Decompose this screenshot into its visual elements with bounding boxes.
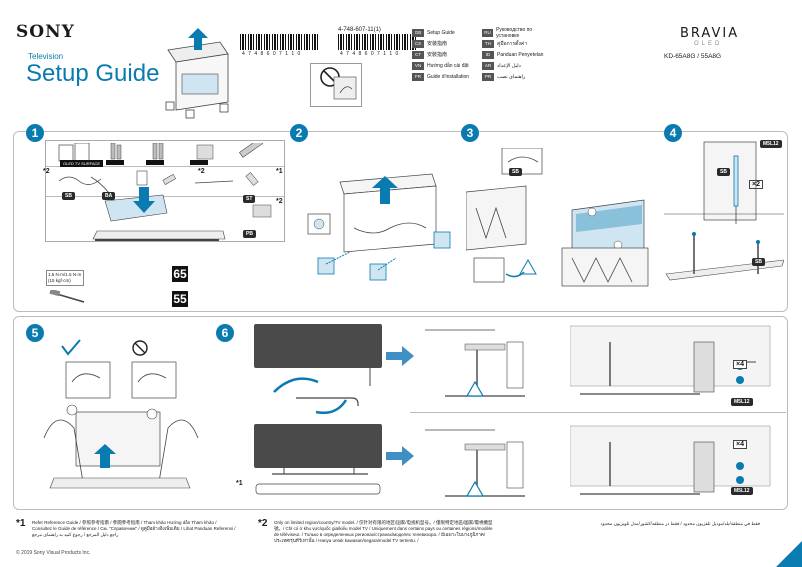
label-block <box>146 160 164 165</box>
callout-sb: SB <box>509 168 522 176</box>
step-6-badge: 6 <box>216 324 234 342</box>
part-number: 4-748-607-11(1) <box>338 27 381 33</box>
soundbar-illustration <box>255 466 381 495</box>
stand-rotate-illustration <box>273 368 371 414</box>
footnote-2: Only on limited region/country/TV model.… <box>274 520 493 543</box>
step-5-illustration <box>43 339 199 489</box>
doc-type: Television <box>28 52 64 61</box>
part-label-ba: BA <box>102 192 116 200</box>
footnote-star-2: *2 <box>258 518 268 529</box>
screw-count: ×2 <box>749 180 763 189</box>
lang-code: CT <box>412 50 424 59</box>
model-numbers: KD-65A8G / 55A8G <box>664 53 722 60</box>
step-5-badge: 5 <box>26 324 44 342</box>
lang-label: 安裝指南 <box>427 52 448 58</box>
part-label-st: ST <box>243 195 256 203</box>
screwdriver-icon <box>49 290 85 303</box>
lang-code: ID <box>482 50 494 59</box>
accessories-illustration <box>58 143 272 241</box>
step-4-badge: 4 <box>664 124 682 142</box>
note-star-2: *2 <box>276 198 283 205</box>
accessories-box <box>45 140 285 242</box>
barcode-number-1: 4 7 4 8 6 0 7 1 1 0 <box>242 51 302 57</box>
lang-code: RU <box>482 28 494 37</box>
lang-label: คู่มือการตั้งค่า <box>497 40 528 47</box>
step-2-illustration <box>307 173 451 281</box>
screw-label-bottom: M5L12 <box>731 487 753 495</box>
screw-label-m5l12: M5L12 <box>760 140 782 148</box>
step-3-illustration <box>466 148 649 287</box>
no-touch-screen-icon <box>310 63 362 107</box>
note-star-1: *1 <box>236 480 243 487</box>
copyright: © 2019 Sony Visual Products Inc. <box>16 550 91 556</box>
oled-logo: OLED <box>694 41 723 47</box>
screw-install-bottom <box>570 425 771 495</box>
tv-box-illustration <box>165 28 229 119</box>
torque-note: 1.5 N·m/1.5 N·m (15 kgf·cm) <box>46 270 84 286</box>
barcode-number-2: 4 7 4 8 6 0 7 1 1 0 <box>340 51 400 57</box>
lang-code: AR <box>482 61 494 70</box>
lang-code: PR <box>482 72 494 81</box>
right-arrow-icon <box>386 346 414 366</box>
label-block <box>190 160 208 165</box>
divider <box>46 166 284 167</box>
stand-attach-detail-bottom <box>425 429 525 497</box>
divider <box>46 196 284 197</box>
lang-label: Guide d'installation <box>427 73 470 80</box>
lang-code: FR <box>412 72 424 81</box>
right-arrow-icon <box>386 446 414 466</box>
lang-label: 安装指南 <box>427 41 448 47</box>
step-3-badge: 3 <box>461 124 479 142</box>
bravia-logo: BRAVIA <box>680 26 740 41</box>
lang-label: راهنمای نصب <box>497 73 526 80</box>
step-1-badge: 1 <box>26 124 44 142</box>
lang-label: Setup Guide <box>427 29 455 36</box>
lang-label: دليل الإعداد <box>497 62 521 69</box>
badge-sb: SB <box>752 258 765 266</box>
lang-code: CS <box>412 39 424 48</box>
sony-logo: SONY <box>16 22 75 42</box>
lang-code: TH <box>482 39 494 48</box>
barcode-1 <box>240 34 318 50</box>
size-55-badge: 55 <box>172 291 188 307</box>
label-block <box>106 160 124 165</box>
part-label-pb: PB <box>243 230 256 238</box>
note-star-2: *2 <box>43 168 50 175</box>
tv-screen-bottom <box>254 424 382 468</box>
divider <box>410 412 786 413</box>
part-label-sb: SB <box>62 192 75 200</box>
note-star-1: *1 <box>276 168 283 175</box>
screw-count-top: ×4 <box>733 360 747 369</box>
lang-code: VN <box>412 61 424 70</box>
label-oled-surface: OLED TV SURFACE <box>60 160 104 167</box>
corner-fold-icon <box>776 541 802 567</box>
note-star-2: *2 <box>198 168 205 175</box>
lang-label: Руководство по установке <box>496 26 533 39</box>
footnote-1: Refer Reference Guide / 参照参考指南 / 參閱參考指南 … <box>32 520 236 537</box>
step-4-illustration <box>664 141 784 281</box>
step-2-badge: 2 <box>290 124 308 142</box>
screw-label-top: M5L12 <box>731 398 753 406</box>
screw-install-top <box>570 325 771 395</box>
footnote-star-1: *1 <box>16 518 26 529</box>
lang-label: Panduan Penyetelan <box>497 51 544 58</box>
size-65-badge: 65 <box>172 266 188 282</box>
tv-screen-top <box>254 324 382 368</box>
stand-attach-detail-top <box>425 329 525 397</box>
page-title: Setup Guide <box>26 60 160 87</box>
badge-sb: SB <box>717 168 730 176</box>
lang-label: Hướng dẫn cài đặt <box>427 62 469 69</box>
screw-count-bottom: ×4 <box>733 440 747 449</box>
footnote-arabic: فقط في منطقة/بلد/موديل تلفزيون محدود / ف… <box>600 521 760 526</box>
lang-code: GB <box>412 28 424 37</box>
barcode-2 <box>338 34 416 50</box>
